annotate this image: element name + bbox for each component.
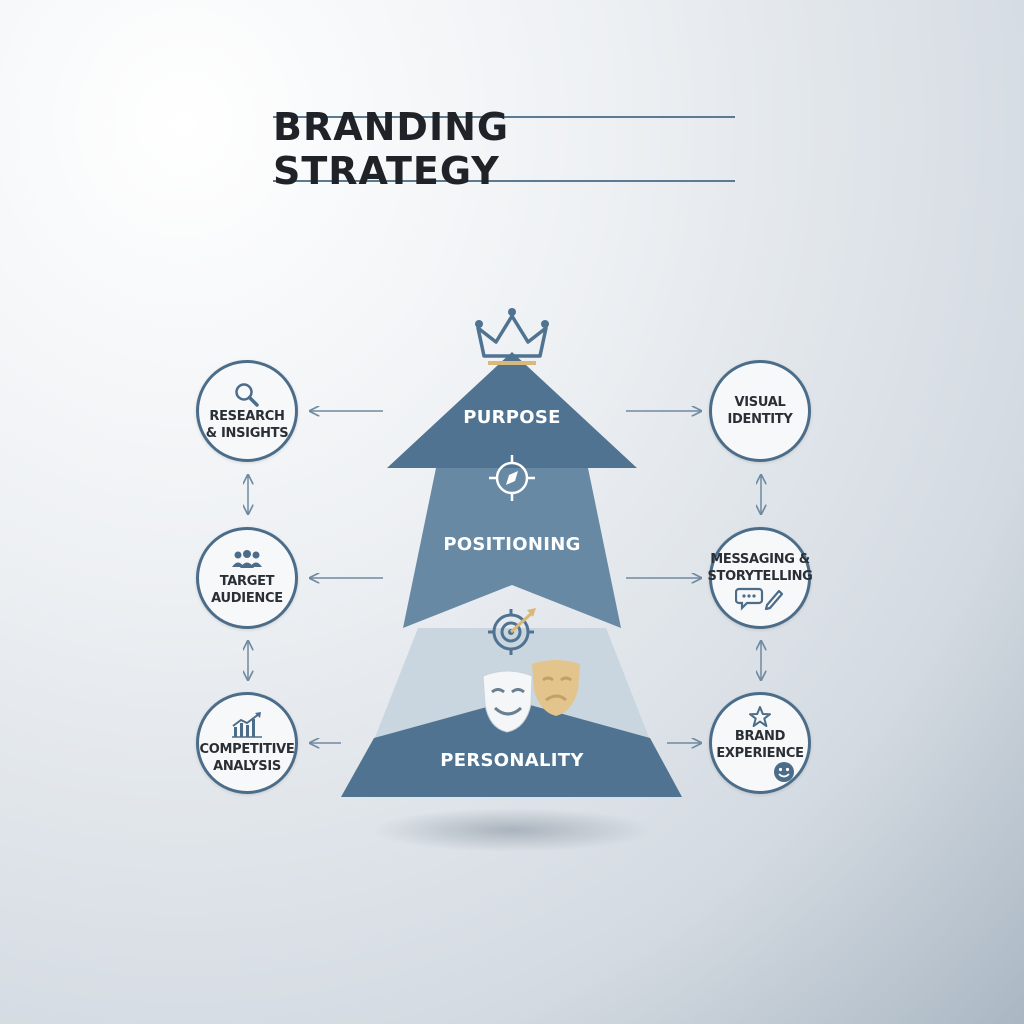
node-label: BRAND EXPERIENCE bbox=[716, 729, 804, 761]
chat-pencil-icon bbox=[735, 587, 784, 611]
target-icon bbox=[488, 608, 536, 655]
crown-icon bbox=[475, 308, 549, 365]
node-label: COMPETITIVE ANALYSIS bbox=[199, 742, 295, 774]
people-icon bbox=[232, 550, 262, 568]
node-brand-experience: BRAND EXPERIENCE bbox=[709, 692, 811, 794]
tier-label-purpose: PURPOSE bbox=[463, 407, 561, 428]
node-label: MESSAGING & STORYTELLING bbox=[707, 552, 813, 584]
tier-label-personality: PERSONALITY bbox=[440, 750, 584, 771]
magnifier-icon bbox=[235, 383, 259, 407]
diagram-title: BRANDING STRATEGY bbox=[273, 105, 510, 193]
node-messaging-storytelling: MESSAGING & STORYTELLING bbox=[707, 527, 813, 629]
star-icon bbox=[749, 706, 771, 727]
node-label: TARGET AUDIENCE bbox=[211, 574, 283, 606]
theater-masks-icon bbox=[482, 660, 580, 733]
node-visual-identity: VISUAL IDENTITY bbox=[709, 360, 811, 462]
tier-purpose bbox=[387, 352, 637, 468]
node-competitive-analysis: COMPETITIVE ANALYSIS bbox=[196, 692, 298, 794]
smiley-icon bbox=[774, 762, 794, 782]
tier-positioning bbox=[403, 468, 621, 628]
node-target-audience: TARGET AUDIENCE bbox=[196, 527, 298, 629]
growth-chart-icon bbox=[232, 712, 262, 738]
node-label: RESEARCH & INSIGHTS bbox=[205, 409, 289, 441]
node-research-insights: RESEARCH & INSIGHTS bbox=[196, 360, 298, 462]
node-label: VISUAL IDENTITY bbox=[727, 395, 793, 427]
tier-label-positioning: POSITIONING bbox=[443, 534, 581, 555]
tier-personality bbox=[341, 700, 682, 797]
title-banner: BRANDING STRATEGY bbox=[273, 105, 735, 193]
compass-icon bbox=[489, 455, 535, 501]
pyramid-shadow bbox=[372, 808, 652, 852]
